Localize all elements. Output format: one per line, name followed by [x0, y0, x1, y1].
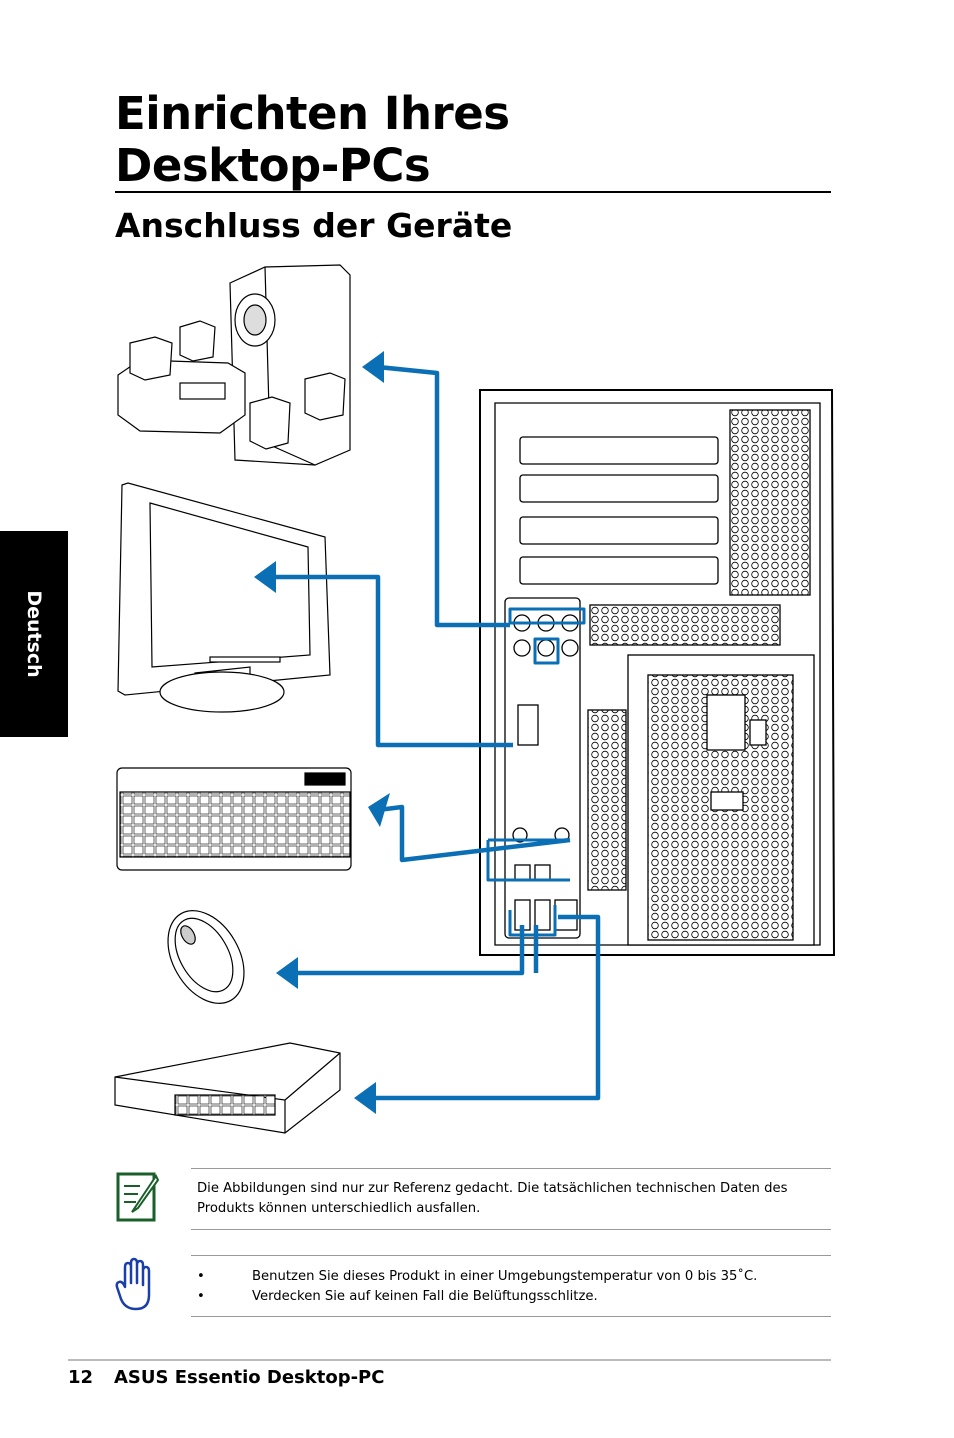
note-text: Die Abbildungen sind nur zur Referenz ge… — [197, 1181, 788, 1216]
page-number: 12 — [68, 1367, 94, 1388]
mouse — [167, 910, 245, 1004]
arrow-head-monitor — [254, 561, 276, 593]
speaker-system — [117, 264, 351, 466]
arrow-head-mouse — [276, 957, 298, 989]
warning-text: Verdecken Sie auf keinen Fall die Belüft… — [252, 1289, 598, 1304]
connection-arrows — [270, 364, 601, 1101]
monitor — [117, 482, 331, 713]
language-side-tab: Deutsch — [0, 531, 68, 737]
footer-doc-title: ASUS Essentio Desktop-PC — [114, 1367, 385, 1388]
arrow-head-switch — [354, 1082, 376, 1114]
footer-rule — [68, 1359, 831, 1361]
title-rule — [115, 191, 831, 193]
warning-box: • Benutzen Sie dieses Produkt in einer U… — [191, 1255, 831, 1317]
note-pencil-icon — [116, 1172, 160, 1222]
warning-text: Benutzen Sie dieses Produkt in einer Umg… — [252, 1269, 758, 1284]
raised-hand-icon — [115, 1257, 151, 1311]
title-line-2: Desktop-PCs — [115, 139, 431, 192]
keyboard — [116, 767, 352, 871]
page-title: Einrichten Ihres Desktop-PCs — [115, 88, 510, 192]
bullet: • — [197, 1289, 205, 1304]
section-subtitle: Anschluss der Geräte — [115, 206, 513, 245]
title-line-1: Einrichten Ihres — [115, 87, 510, 140]
arrow-head-speakers — [362, 351, 384, 383]
arrow-heads — [254, 351, 390, 1114]
bullet: • — [197, 1269, 205, 1284]
connection-diagram — [114, 264, 836, 1134]
pc-back-panel — [479, 389, 836, 956]
side-tab-label: Deutsch — [23, 590, 45, 678]
arrow-head-keyboard — [368, 793, 390, 827]
network-switch — [114, 1042, 341, 1134]
page-footer: 12 ASUS Essentio Desktop-PC — [68, 1367, 384, 1388]
note-box: Die Abbildungen sind nur zur Referenz ge… — [191, 1168, 831, 1230]
